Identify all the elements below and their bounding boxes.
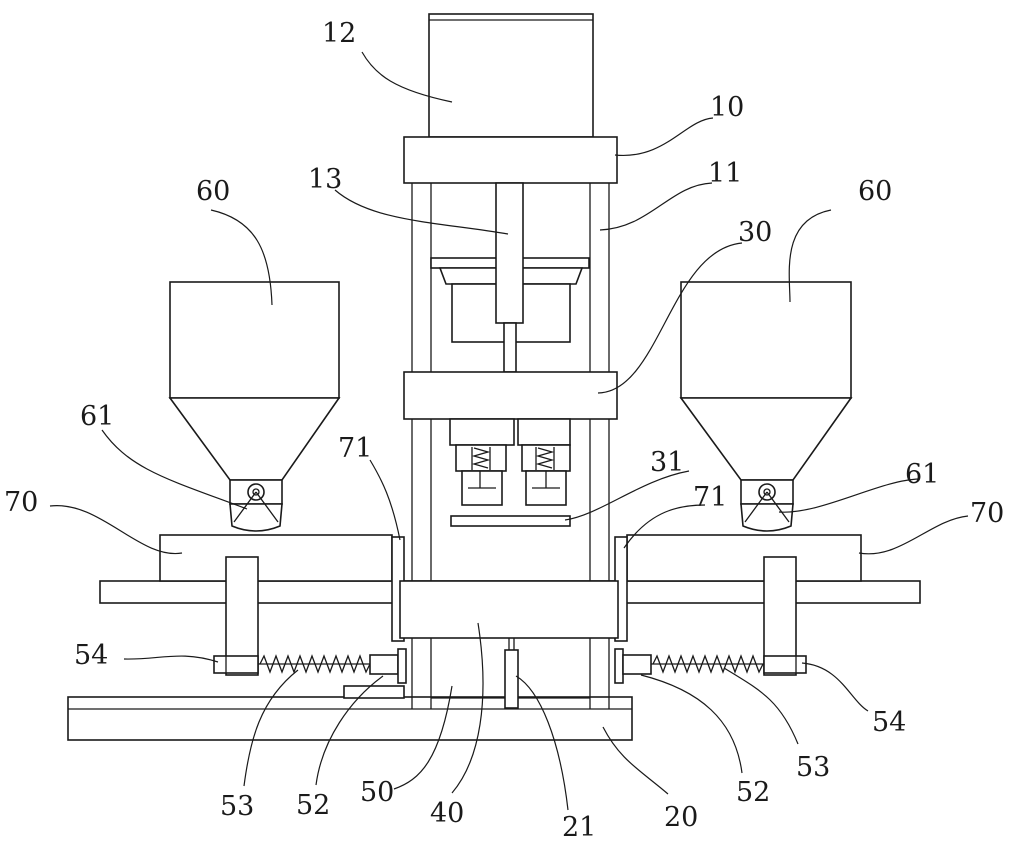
label-11: 11 [708, 158, 742, 189]
label-50: 50 [360, 777, 394, 808]
label-53-left: 53 [220, 791, 254, 822]
label-61-right: 61 [905, 459, 939, 490]
work-table-left [160, 535, 392, 581]
motor [429, 14, 593, 137]
clamp-assembly-left [450, 419, 514, 505]
spring-assembly-left [214, 649, 406, 698]
label-31: 31 [650, 447, 684, 478]
label-10: 10 [710, 92, 744, 123]
pressing-plate [451, 516, 570, 526]
slide-block [400, 581, 618, 638]
label-54-left: 54 [74, 640, 108, 671]
top-plate [404, 137, 617, 183]
label-61-left: 61 [80, 401, 114, 432]
middle-plate [404, 372, 617, 419]
label-40: 40 [430, 798, 464, 829]
lift-shaft [505, 638, 518, 708]
hopper-left [170, 282, 339, 504]
label-71-left: 71 [338, 433, 372, 464]
clamp-assembly-right [518, 419, 570, 505]
label-12: 12 [322, 18, 356, 49]
label-70-left: 70 [4, 487, 38, 518]
label-20: 20 [664, 802, 698, 833]
work-table-right [627, 535, 861, 581]
label-30: 30 [738, 217, 772, 248]
label-53-right: 53 [796, 752, 830, 783]
label-60-left: 60 [196, 176, 230, 207]
base-plate [68, 697, 632, 740]
cylinder-rod [496, 183, 523, 372]
label-71-right: 71 [693, 482, 727, 513]
label-60-right: 60 [858, 176, 892, 207]
label-54-right: 54 [872, 707, 906, 738]
hopper-right [681, 282, 851, 504]
label-70-right: 70 [970, 498, 1004, 529]
label-13: 13 [308, 164, 342, 195]
label-52-right: 52 [736, 777, 770, 808]
label-21: 21 [562, 812, 596, 843]
label-52-left: 52 [296, 790, 330, 821]
